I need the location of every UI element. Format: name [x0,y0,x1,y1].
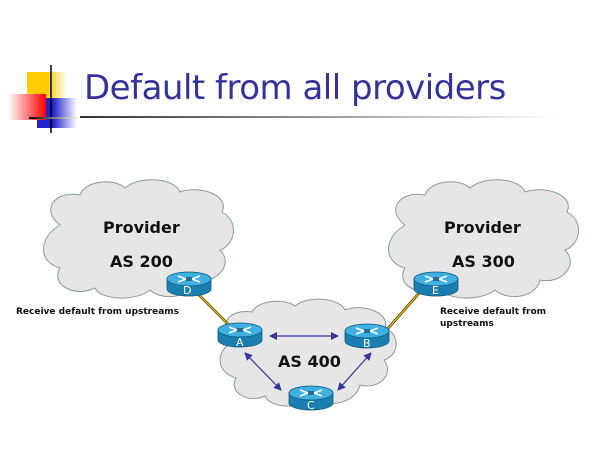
ibgp-link-B-C [337,352,372,391]
link-D-A-yellow [195,291,229,325]
cloud-as400-asn: AS 400 [278,352,341,371]
router-E-label: E [432,284,439,297]
router-B-label: B [363,337,371,350]
note-right-receive-default-line2: upstreams [440,319,494,329]
title-underline [80,116,560,118]
horizontal-rule [29,117,80,119]
router-D-label: D [183,284,192,297]
note-left-receive-default: Receive default from upstreams [16,307,180,317]
title-bullet-decoration [8,65,80,133]
cloud-as300-name: Provider [444,218,521,237]
cloud-as200 [43,179,234,299]
cloud-as200-asn: AS 200 [110,252,173,271]
red-square [8,94,46,120]
cloud-as200-name: Provider [103,218,180,237]
ibgp-link-A-C [244,352,282,391]
link-E-B-yellow [383,291,421,334]
note-right-receive-default-line1: Receive default from [440,307,547,317]
router-A-label: A [236,336,244,349]
yellow-square [27,72,67,98]
router-C-label: C [307,399,315,412]
cloud-as300-asn: AS 300 [452,252,515,271]
slide-title: Default from all providers [84,68,506,108]
